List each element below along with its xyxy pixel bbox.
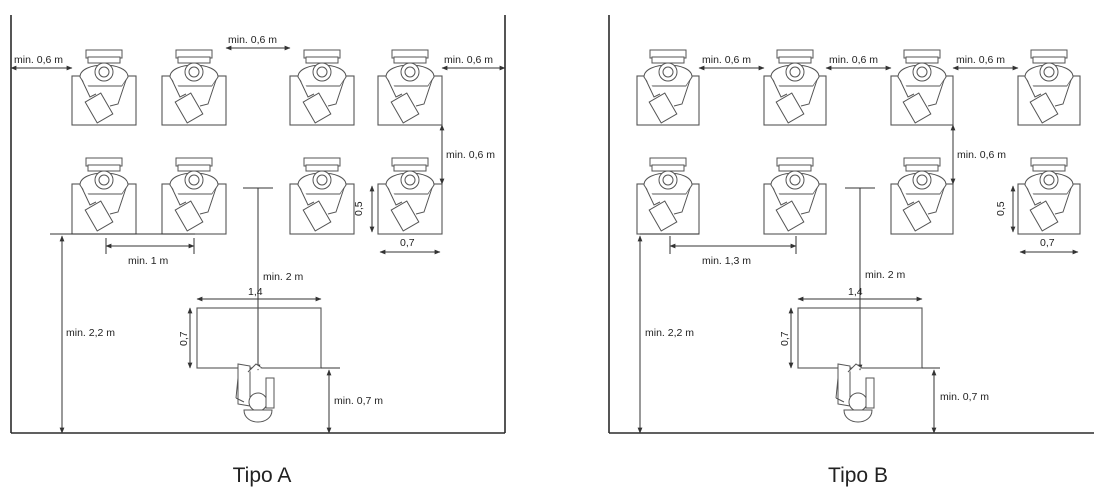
dim-label-aisle-width: min. 1,3 m [702, 255, 751, 267]
dim-label-teacher-desk-width: 1,4 [848, 286, 863, 298]
student-icon [897, 49, 947, 124]
student-icon [79, 49, 129, 124]
dim-label-desk-depth: 0,5 [995, 201, 1007, 216]
dim-label-gap-2: min. 0,6 m [829, 54, 878, 66]
dim-label-gap-1: min. 0,6 m [702, 54, 751, 66]
student-icon [169, 49, 219, 124]
teacher-icon [235, 363, 275, 423]
dim-label-desk-width: 0,7 [400, 237, 415, 249]
student-icon [385, 157, 435, 232]
student-icon [79, 157, 129, 232]
teacher-icon [835, 363, 875, 423]
dim-label-teacher-clearance: min. 2 m [865, 269, 906, 281]
dim-label-front-clearance: min. 2,2 m [645, 327, 694, 339]
student-desks-row-2 [636, 157, 1081, 235]
student-icon [643, 49, 693, 124]
student-desks-row-1 [71, 49, 443, 126]
dim-label-teacher-zone: min. 0,7 m [940, 391, 989, 403]
student-icon [297, 157, 347, 232]
caption-tipo-b: Tipo B [828, 464, 888, 487]
layout-tipo-b: min. 0,6 m min. 0,6 m min. 0,6 m min. 0,… [608, 15, 1094, 487]
student-icon [1024, 49, 1074, 124]
caption-tipo-a: Tipo A [233, 464, 292, 487]
teacher-desk [196, 307, 322, 369]
student-icon [643, 157, 693, 232]
dim-label-gap-wall-right: min. 0,6 m [444, 54, 493, 66]
dim-label-aisle-width: min. 1 m [128, 255, 169, 267]
student-desks-row-1 [636, 49, 1081, 126]
student-icon [770, 49, 820, 124]
layout-tipo-a: min. 0,6 m min. 0,6 m min. 0,6 m min. 0,… [10, 15, 506, 487]
dim-label-teacher-desk-depth: 0,7 [779, 331, 791, 346]
student-icon [770, 157, 820, 232]
student-icon [897, 157, 947, 232]
dim-label-teacher-desk-width: 1,4 [248, 286, 263, 298]
student-icon [1024, 157, 1074, 232]
dim-label-gap-wall-left: min. 0,6 m [14, 54, 63, 66]
dim-label-front-clearance: min. 2,2 m [66, 327, 115, 339]
dim-label-teacher-zone: min. 0,7 m [334, 395, 383, 407]
dim-label-row-gap: min. 0,6 m [446, 149, 495, 161]
student-icon [297, 49, 347, 124]
dim-label-gap-between: min. 0,6 m [228, 34, 277, 46]
dim-label-gap-3: min. 0,6 m [956, 54, 1005, 66]
dim-label-teacher-desk-depth: 0,7 [178, 331, 190, 346]
dim-label-teacher-clearance: min. 2 m [263, 271, 304, 283]
dim-label-desk-depth: 0,5 [353, 201, 365, 216]
dim-label-desk-width: 0,7 [1040, 237, 1055, 249]
student-desks-row-2 [71, 157, 443, 235]
student-icon [169, 157, 219, 232]
dim-label-row-gap: min. 0,6 m [957, 149, 1006, 161]
student-icon [385, 49, 435, 124]
